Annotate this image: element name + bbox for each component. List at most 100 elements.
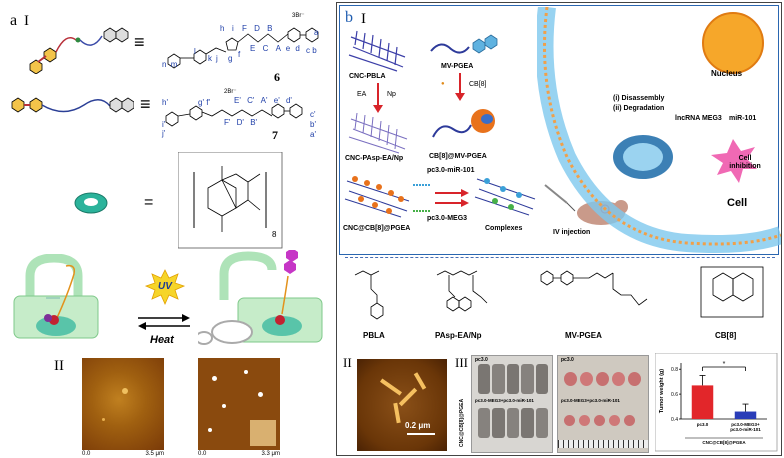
atom-b-prime: b' [310, 120, 316, 129]
atom-g: g [228, 54, 233, 63]
glycoluril-ring-2 [221, 173, 249, 209]
afm-spot-2 [102, 418, 105, 421]
azo-guest [44, 314, 52, 322]
ea-arrowhead-icon [373, 105, 383, 113]
panel-b-label: b [345, 9, 353, 26]
pbla-benzyl-icon [370, 302, 384, 320]
mir-label: miR-101 [729, 115, 757, 122]
np-label: Np [387, 91, 396, 98]
atom-D-prime: D' [236, 118, 244, 127]
atom-d: d [295, 44, 300, 53]
cb-bead-8 [386, 208, 392, 214]
x-axis-label: CNC@CB[8]@PGEA [702, 440, 746, 445]
mir101-label: pc3.0-miR-101 [427, 167, 475, 174]
scale-bar-line [407, 433, 435, 435]
tumors-label-top: pc3.0 [561, 357, 574, 363]
cb8-box [700, 266, 764, 318]
afm-image-right [198, 358, 280, 450]
ea-np-arrow [373, 83, 383, 113]
atom-labels-6-right: F D B [242, 24, 332, 33]
cb8-dot-icon: ● [441, 81, 445, 87]
complex-rods [474, 178, 536, 216]
mv-ring-b-icon [560, 270, 574, 286]
rod-3 [393, 402, 401, 424]
atom-e-prime: e' [273, 96, 280, 105]
cb8-glycoluril-b-icon [732, 272, 754, 302]
mv-ring-1 [472, 38, 486, 54]
afm-left-scale-min: 0.0 [82, 451, 91, 457]
azo-ring-2 [29, 97, 43, 113]
afm-dot-4 [258, 392, 263, 397]
compound-6-number: 6 [274, 70, 280, 84]
compound-7-schematic [11, 97, 134, 113]
uv-badge: UV [144, 269, 186, 305]
azo-ring-1 [11, 97, 25, 113]
endosome-inner [623, 143, 663, 171]
atom-j-prime: j' [162, 129, 166, 138]
atom-c-prime: c' [310, 110, 316, 119]
released-azo-ring-2 [286, 250, 298, 262]
lncrna-label: lncRNA MEG3 [675, 115, 722, 122]
mv-pgea-label: MV-PGEA [441, 63, 474, 70]
atom-f: f [238, 50, 241, 59]
y-tick-label-0: 0.4 [671, 417, 678, 423]
atom-h: h [220, 24, 225, 33]
afm-right-scale-max: 3.3 μm [261, 451, 280, 457]
pbla-brushes [354, 30, 398, 66]
cb-bead-1 [352, 176, 358, 182]
atom-i-prime: i' [162, 120, 166, 129]
mice-label-top: pc3.0 [475, 357, 488, 363]
mouse-3 [506, 364, 520, 394]
uv-sunburst-icon [144, 269, 186, 305]
atom-C: C [262, 44, 269, 53]
y-tick-label-1: 0.6 [671, 392, 678, 398]
cnc-pasp-brushes [354, 112, 398, 150]
afm-left-scale: 0.0 3.5 μm [82, 451, 164, 457]
pyridinium-7-ring-2 [289, 103, 303, 119]
complex-bead-1 [484, 178, 490, 184]
rod-2 [398, 387, 418, 407]
mv-ring-2 [484, 34, 498, 50]
compound-7-number: 7 [272, 128, 278, 142]
plasmid-arrows [413, 184, 469, 212]
mouse-2 [492, 364, 505, 394]
bar-0 [691, 385, 714, 419]
atom-labels-7-ij: i' j' [162, 120, 165, 138]
tumor-8 [594, 414, 605, 426]
charge-6: 3Br⁻ [292, 13, 305, 19]
released-azo-ring-1 [284, 260, 296, 274]
panel-b-sub-iii: III [455, 355, 468, 370]
mouse-10 [535, 408, 549, 438]
rod-1 [380, 378, 402, 396]
mouse-4 [521, 364, 534, 394]
panel-b-sub-i: I [361, 11, 366, 27]
tumor-7 [579, 414, 590, 426]
cell-inhibition-star [711, 139, 757, 183]
cell-membrane [537, 7, 781, 253]
atom-a-prime: a' [310, 130, 316, 139]
tumor-6 [564, 414, 575, 426]
cb-bead-4 [388, 190, 394, 196]
cb-bead-5 [398, 196, 404, 202]
tumor-row-bottom [564, 410, 644, 430]
phenyl-ring-7b [189, 105, 203, 121]
mv-ring-a-icon [540, 270, 554, 286]
chem-label-cb8: CB[8] [715, 331, 737, 340]
atom-A-prime: A' [260, 96, 268, 105]
atom-D: D [254, 24, 260, 33]
cell-inhibition-label: Cell inhibition [729, 155, 761, 170]
cnc-cb-illustration [344, 176, 410, 218]
cb8-label: CB[8] [469, 81, 487, 88]
cnc-pbla-label: CNC-PBLA [349, 73, 386, 80]
atom-d-prime: d' [285, 96, 292, 105]
atom-E-prime: E' [234, 96, 241, 105]
tumor-4 [612, 372, 625, 386]
complex-bead-3 [516, 192, 522, 198]
empty-cb8-ring [211, 320, 253, 344]
atom-e: e [285, 44, 291, 53]
pasp-sidechain-1 [448, 275, 456, 298]
phenyl-ring-b [193, 49, 207, 65]
atom-f-prime: f' [206, 98, 210, 107]
lock-shackle-open [219, 251, 277, 300]
complex-bead-4 [492, 198, 498, 204]
